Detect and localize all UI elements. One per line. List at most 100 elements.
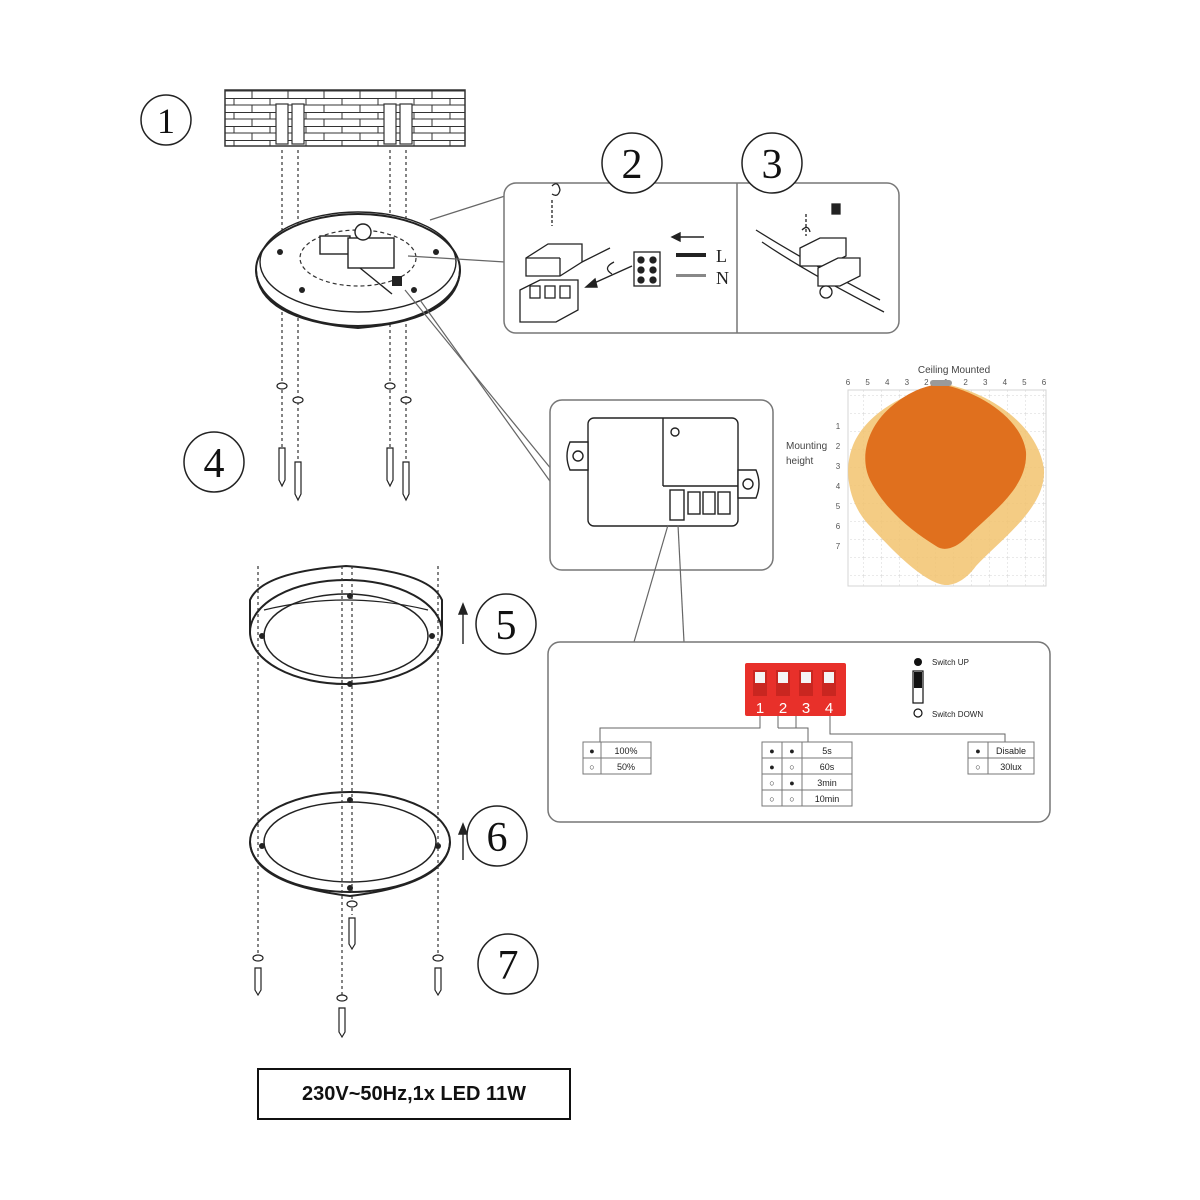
time-row-value: 60s: [820, 762, 835, 772]
dip-switch-number: 4: [825, 700, 833, 717]
coverage-tick-label: 6: [846, 378, 851, 387]
coverage-title: Ceiling Mounted: [918, 365, 990, 376]
coverage-tick-label: 6: [836, 522, 841, 531]
screw-icon: [252, 900, 444, 1039]
step-2-badge: [601, 132, 663, 194]
step-1-number: 1: [157, 101, 175, 141]
time-row-value: 3min: [817, 778, 837, 788]
coverage-tick-label: 2: [836, 442, 841, 451]
coverage-tick-label: 3: [836, 462, 841, 471]
dip-switch-body: [745, 663, 846, 716]
step-1-badge: [140, 94, 192, 146]
step-1-ceiling: 1: [140, 89, 466, 485]
step-6-number: 6: [487, 815, 508, 861]
time-row-mark: ●: [769, 746, 774, 756]
coverage-tick-label: 3: [905, 378, 910, 387]
step-7-number: 7: [498, 943, 519, 989]
time-row-mark: ●: [789, 746, 794, 756]
sensor-mark-icon: [930, 380, 952, 386]
dip-switch-number: 3: [802, 700, 810, 717]
switch-up-label: Switch UP: [932, 658, 969, 667]
dip-switch-paddle: [778, 672, 788, 683]
dip-switch-paddle: [801, 672, 811, 683]
brightness-table: ● 100% ○ 50%: [582, 741, 652, 775]
callout-lines: [633, 524, 685, 643]
time-table: ● ● 5s ● ○ 60s ○ ● 3min ○ ○ 10min: [761, 741, 853, 807]
switch-down-dot: [913, 708, 923, 718]
dip-switch-paddle: [824, 672, 834, 683]
wall-plug-icon: [275, 103, 413, 145]
time-row-mark: ○: [769, 778, 774, 788]
wiring-panel: 2 3: [503, 132, 900, 334]
lux-row-value: Disable: [996, 746, 1026, 756]
assembly-guide-lines: [257, 566, 439, 1000]
step-6-badge: [466, 805, 528, 867]
switch-down-label: Switch DOWN: [932, 710, 983, 719]
lux-row-value: 30lux: [1000, 762, 1022, 772]
coverage-tick-label: 4: [836, 482, 841, 491]
sensor-module-panel: [549, 399, 774, 571]
lux-table: ● Disable ○ 30lux: [967, 741, 1035, 775]
coverage-tick-label: 2: [924, 378, 929, 387]
step-5-frame: 5: [249, 564, 537, 687]
callout-lines: [404, 195, 553, 485]
power-spec-label: 230V~50Hz,1x LED 11W: [257, 1068, 571, 1120]
live-wire-label: L: [716, 246, 727, 266]
coverage-inner-zone: [865, 384, 1027, 549]
time-row-mark: ○: [769, 794, 774, 804]
brightness-row-value: 50%: [617, 762, 635, 772]
coverage-tick-label: 1: [836, 422, 841, 431]
coverage-tick-label: 6: [1042, 378, 1047, 387]
time-row-mark: ●: [789, 778, 794, 788]
coverage-tick-label: 4: [885, 378, 890, 387]
coverage-tick-label: 7: [836, 542, 841, 551]
time-row-mark: ●: [769, 762, 774, 772]
dip-switch-number: 1: [756, 700, 764, 717]
up-arrow-icon: [457, 822, 469, 860]
lux-row-mark: ●: [975, 746, 980, 756]
step-2-number: 2: [622, 142, 643, 188]
terminal-block-icon: [519, 183, 661, 323]
time-row-value: 10min: [815, 794, 840, 804]
step-7-screws: 7: [252, 900, 539, 1039]
coverage-tick-label: 5: [865, 378, 870, 387]
dip-switch-paddle: [755, 672, 765, 683]
step-3-number: 3: [762, 142, 783, 188]
step-5-badge: [475, 593, 537, 655]
switch-up-dot: [914, 658, 922, 666]
brightness-row-mark: ○: [589, 762, 594, 772]
coverage-tick-label: 2: [963, 378, 968, 387]
cable-clamp-icon: [755, 203, 885, 313]
time-row-value: 5s: [822, 746, 832, 756]
base-plate: [255, 211, 461, 330]
step-6-ring: 6: [249, 791, 528, 898]
coverage-tick-label: 3: [983, 378, 988, 387]
step-4-screws: 4: [183, 382, 412, 502]
wire-icon: [676, 253, 706, 277]
step-4-number: 4: [204, 441, 225, 487]
step-5-number: 5: [496, 603, 517, 649]
step-7-badge: [477, 933, 539, 995]
screw-icon: [276, 382, 412, 502]
coverage-tick-label: 5: [1022, 378, 1027, 387]
arrow-icon: [584, 231, 704, 288]
time-row-mark: ○: [789, 762, 794, 772]
neutral-wire-label: N: [716, 268, 729, 288]
coverage-side-ticks: 1 2 3 4 5 6 7: [836, 422, 841, 551]
dip-bracket-lines: [599, 716, 1006, 742]
step-4-badge: [183, 431, 245, 493]
coverage-tick-label: 4: [1003, 378, 1008, 387]
coverage-ylabel-2: height: [786, 456, 813, 467]
sensor-module-icon: [566, 417, 760, 527]
brightness-row-mark: ●: [589, 746, 594, 756]
brick-ceiling: [224, 89, 466, 147]
coverage-tick-label: 5: [836, 502, 841, 511]
time-row-mark: ○: [789, 794, 794, 804]
up-arrow-icon: [457, 602, 469, 644]
drill-guide-lines: [281, 150, 407, 485]
lux-row-mark: ○: [975, 762, 980, 772]
brightness-row-value: 100%: [614, 746, 637, 756]
